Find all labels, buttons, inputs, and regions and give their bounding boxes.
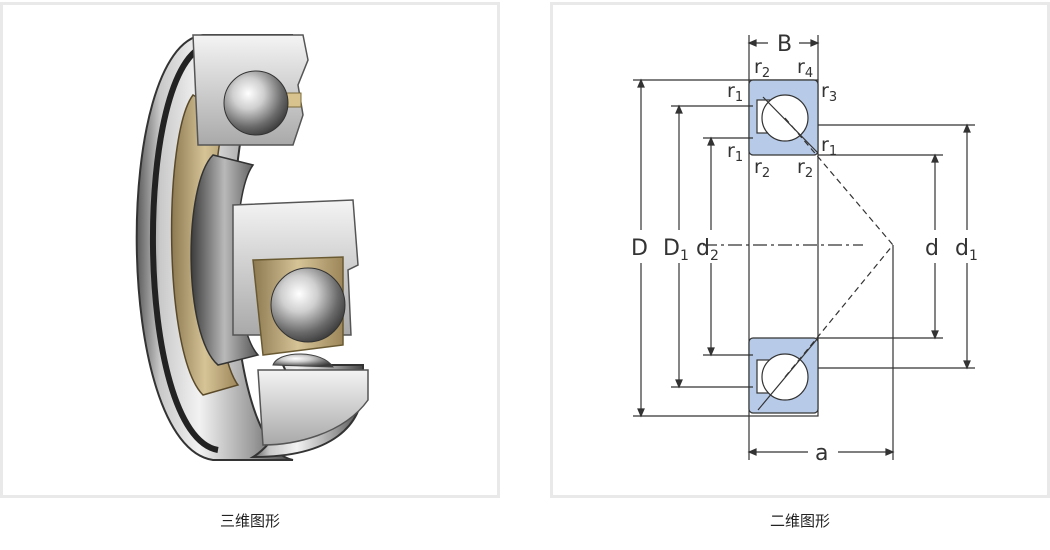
ball-middle [270, 267, 346, 343]
bearing-dimension-drawing: B a D D1 d2 d d1 r2 r4 r1 r3 r1 r1 r2 r2 [631, 32, 978, 466]
label-d: d [925, 236, 939, 261]
label-r4: r4 [797, 56, 813, 81]
label-r1-inner-left: r1 [727, 140, 743, 165]
bearing-2d-panel: B a D D1 d2 d d1 r2 r4 r1 r3 r1 r1 r2 r2 [550, 2, 1050, 498]
label-D1: D1 [663, 236, 689, 264]
bearing-3d-image [135, 34, 369, 461]
label-r2-bottom-left: r2 [754, 156, 770, 181]
caption-3d: 三维图形 [219, 512, 280, 530]
ball-top [223, 70, 289, 136]
label-a: a [815, 441, 828, 466]
label-r1-right: r1 [821, 134, 837, 159]
label-r2-top-left: r2 [754, 56, 770, 81]
bearing-3d-panel [0, 2, 500, 498]
label-B: B [777, 32, 792, 57]
label-d2: d2 [696, 236, 719, 264]
caption-2d: 二维图形 [769, 512, 830, 530]
label-r3: r3 [821, 80, 837, 105]
label-d1: d1 [955, 236, 978, 264]
label-D: D [631, 236, 648, 261]
label-r1-left: r1 [727, 80, 743, 105]
label-r2-bottom-right: r2 [797, 156, 813, 181]
